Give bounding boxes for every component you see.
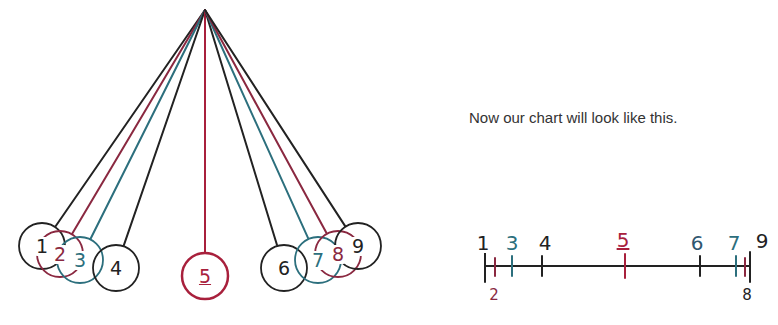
ball-number: 4 [108, 259, 124, 278]
chart-tick [749, 252, 751, 282]
chart-tick-label: 5 [616, 230, 631, 250]
chart-tick [511, 256, 513, 276]
chart-tick [484, 252, 486, 282]
ball-circle [261, 245, 307, 291]
chart-axis [485, 265, 750, 267]
chart-tick-label: 1 [476, 233, 491, 253]
ball-circle [182, 253, 228, 299]
pendulum-string [205, 10, 277, 245]
pendulum-strings [56, 10, 345, 252]
pendulum-string [205, 10, 345, 226]
chart-tick [624, 254, 626, 278]
ball-circle [93, 245, 139, 291]
ball-number: 6 [276, 259, 292, 278]
pendulum-string [205, 10, 327, 233]
chart-tick [744, 258, 746, 276]
chart-tick [735, 256, 737, 276]
pendulum-string [204, 10, 206, 252]
pendulum-ball: 4 [92, 244, 140, 292]
chart-tick-label: 6 [690, 233, 705, 253]
chart-scale [485, 252, 750, 282]
pendulum-ball: 5 [181, 252, 229, 300]
ball-circle [57, 237, 103, 283]
ball-number: 1 [34, 237, 50, 256]
chart-tick [494, 258, 496, 276]
chart-tick-label: 2 [488, 288, 500, 303]
pendulum-ball: 6 [260, 244, 308, 292]
chart-tick-label: 4 [538, 233, 553, 253]
ball-circle [335, 223, 381, 269]
ball-number: 7 [310, 251, 326, 270]
chart-tick-label: 7 [727, 233, 742, 253]
ball-number: 3 [72, 251, 88, 270]
pendulum-string [205, 10, 308, 238]
ball-number: 8 [330, 245, 346, 264]
chart-tick [541, 256, 543, 276]
chart-tick-label: 8 [741, 288, 753, 303]
chart-tick-label: 9 [755, 231, 770, 251]
chart-tick [699, 256, 701, 276]
ball-number: 9 [350, 237, 366, 256]
ball-number: 2 [52, 245, 68, 264]
chart-tick-label: 3 [505, 233, 520, 253]
pendulum-string [124, 10, 205, 245]
pendulum-string [91, 10, 205, 239]
chart-intro-text: Now our chart will look like this. [468, 110, 678, 125]
ball-number: 5 [197, 267, 213, 286]
pendulum-string [56, 10, 205, 226]
